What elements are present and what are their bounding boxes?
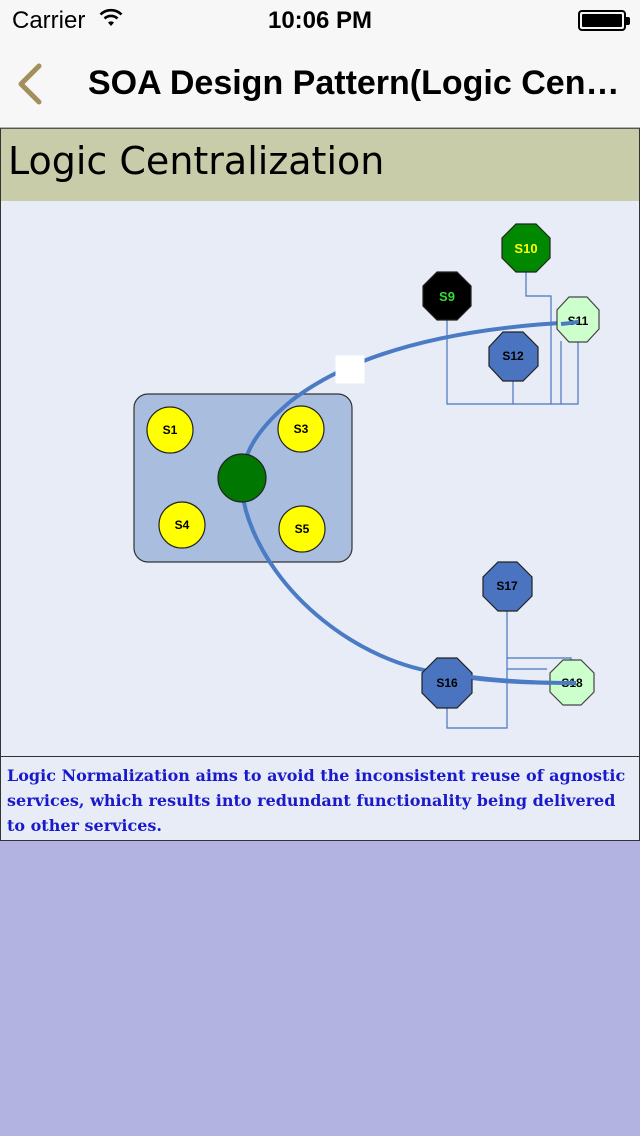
service-s16: S16 xyxy=(421,657,473,709)
section-heading: Logic Centralization xyxy=(8,139,385,183)
page-title: SOA Design Pattern(Logic Centralization) xyxy=(88,64,628,102)
battery-icon xyxy=(578,10,630,31)
service-s12: S12 xyxy=(488,331,539,382)
chevron-left-icon[interactable] xyxy=(12,62,52,106)
service-s3: S3 xyxy=(277,405,325,453)
svg-text:S4: S4 xyxy=(175,518,190,532)
service-s10: S10 xyxy=(501,223,551,273)
service-s17: S17 xyxy=(482,561,533,612)
service-s4: S4 xyxy=(158,501,206,549)
svg-text:S16: S16 xyxy=(436,676,458,690)
description-text: Logic Normalization aims to avoid the in… xyxy=(7,766,626,835)
center-service-node xyxy=(217,453,267,503)
marker-square xyxy=(335,355,365,384)
navigation-bar: SOA Design Pattern(Logic Centralization) xyxy=(0,40,640,128)
svg-text:S5: S5 xyxy=(295,522,310,536)
svg-text:S12: S12 xyxy=(502,349,524,363)
service-s5: S5 xyxy=(278,505,326,553)
section-header: Logic Centralization xyxy=(0,128,640,202)
clock: 10:06 PM xyxy=(267,7,373,34)
svg-text:S3: S3 xyxy=(294,422,309,436)
svg-text:S9: S9 xyxy=(439,289,455,304)
svg-text:S1: S1 xyxy=(163,423,178,437)
wifi-icon xyxy=(99,8,123,26)
diagram-panel: S1 S3 S4 S5 S10 S9 S11 S12 xyxy=(0,201,640,757)
status-bar: Carrier 10:06 PM xyxy=(0,0,640,40)
logic-centralization-diagram: S1 S3 S4 S5 S10 S9 S11 S12 xyxy=(133,223,600,729)
caption-panel: Logic Normalization aims to avoid the in… xyxy=(0,756,640,841)
service-s11: S11 xyxy=(556,296,600,343)
service-s1: S1 xyxy=(146,406,194,454)
svg-text:S10: S10 xyxy=(514,241,537,256)
service-s9: S9 xyxy=(422,271,472,321)
svg-text:S17: S17 xyxy=(496,579,518,593)
carrier-label: Carrier xyxy=(12,7,86,34)
